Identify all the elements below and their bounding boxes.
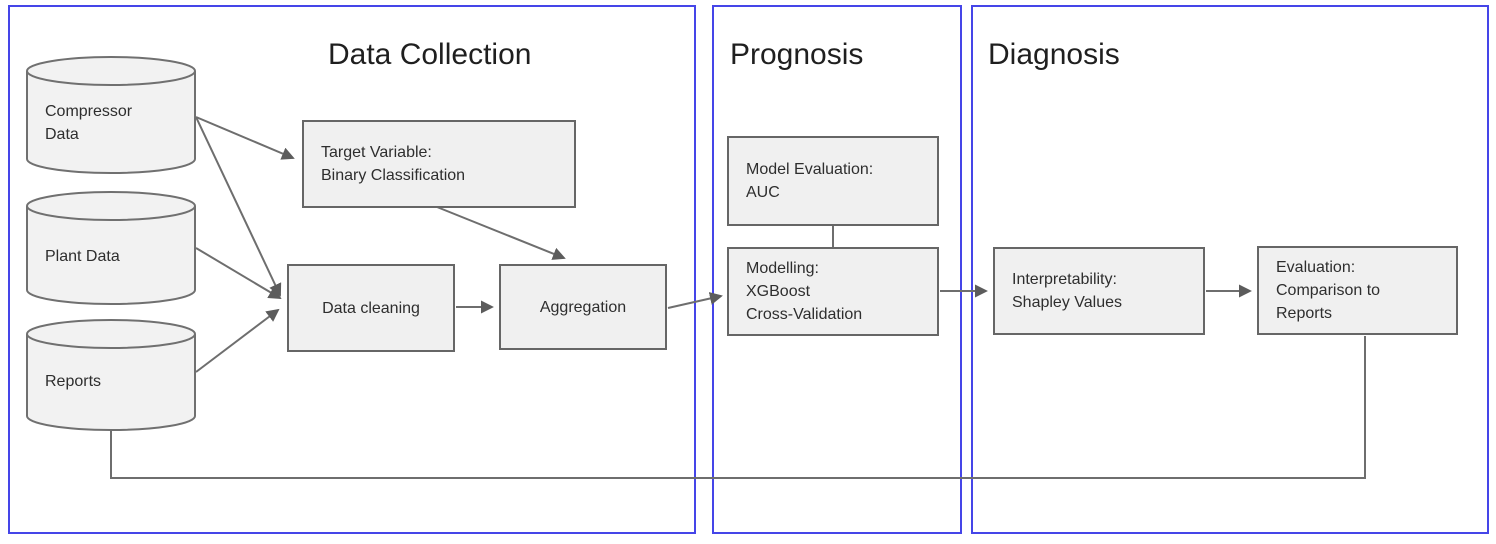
node-model-evaluation: Model Evaluation: AUC <box>727 136 939 226</box>
cylinder-plant-data <box>26 191 196 305</box>
node-modelling-label: Modelling: XGBoost Cross-Validation <box>746 260 863 323</box>
connector-compressor-to-cleaning <box>195 116 282 297</box>
node-model-evaluation-label: Model Evaluation: AUC <box>746 161 874 201</box>
cylinder-label-plant-data: Plant Data <box>45 248 120 265</box>
cylinder-compressor-data <box>26 56 196 174</box>
node-data-cleaning: Data cleaning <box>287 264 455 352</box>
node-evaluation-label: Evaluation: Comparison to Reports <box>1276 259 1381 322</box>
connector-reports-to-evaluation <box>110 336 1366 479</box>
connector-compressor-to-target <box>195 116 295 160</box>
cylinder-label-compressor-data: Compressor Data <box>45 103 133 143</box>
section-title-prognosis: Prognosis <box>730 38 864 71</box>
node-target-variable: Target Variable: Binary Classification <box>302 120 576 208</box>
node-modelling: Modelling: XGBoost Cross-Validation <box>727 247 939 336</box>
section-diagnosis <box>971 5 1489 534</box>
connector-target-to-aggregation <box>436 206 566 260</box>
cylinder-label-reports: Reports <box>45 373 102 390</box>
section-title-data-collection: Data Collection <box>328 38 532 71</box>
node-aggregation: Aggregation <box>499 264 667 350</box>
connector-aggregation-to-modelling <box>667 292 723 309</box>
section-title-diagnosis: Diagnosis <box>988 38 1120 71</box>
connector-plant-to-cleaning <box>195 247 282 299</box>
section-data-collection <box>8 5 696 534</box>
connector-reports-to-cleaning <box>195 308 280 373</box>
cylinder-reports <box>26 319 196 431</box>
node-target-variable-label: Target Variable: Binary Classification <box>321 144 466 184</box>
node-evaluation: Evaluation: Comparison to Reports <box>1257 246 1458 335</box>
node-aggregation-label: Aggregation <box>539 298 627 316</box>
node-interpretability-label: Interpretability: Shapley Values <box>1012 271 1122 311</box>
node-data-cleaning-label: Data cleaning <box>322 299 420 317</box>
section-prognosis <box>712 5 962 534</box>
node-interpretability: Interpretability: Shapley Values <box>993 247 1205 335</box>
